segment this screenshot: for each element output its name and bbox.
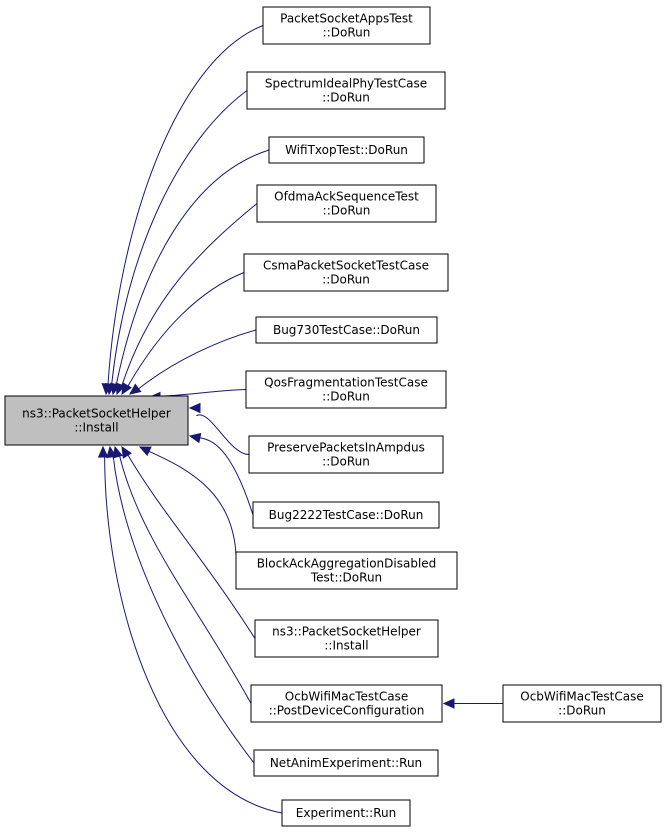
caller-node[interactable]: PacketSocketAppsTest::DoRun xyxy=(262,6,431,45)
caller-node[interactable]: NetAnimExperiment::Run xyxy=(253,749,439,777)
call-edge-line xyxy=(138,329,257,390)
call-edge-line xyxy=(115,149,270,385)
node-label-1: NetAnimExperiment::Run xyxy=(270,756,422,770)
call-edge-arrowhead xyxy=(442,698,455,709)
call-edge-line xyxy=(127,454,256,639)
call-edge-line xyxy=(104,456,283,814)
call-edge xyxy=(121,272,245,396)
node-box xyxy=(246,71,446,110)
call-edge xyxy=(188,402,250,455)
node-box xyxy=(250,684,443,723)
caller-node[interactable]: WifiTxopTest::DoRun xyxy=(268,136,425,164)
node-box xyxy=(245,370,447,409)
call-edge-arrowhead xyxy=(129,383,142,395)
node-box xyxy=(254,619,439,658)
node-label-1: OfdmaAckSequenceTest xyxy=(274,190,419,204)
call-edge-line xyxy=(148,450,237,571)
node-label-2: ::DoRun xyxy=(322,273,370,287)
caller-node[interactable]: OfdmaAckSequenceTest::DoRun xyxy=(256,184,437,223)
call-edge-line xyxy=(159,389,247,397)
caller-node[interactable]: OcbWifiMacTestCase::PostDeviceConfigurat… xyxy=(250,684,443,723)
call-edge xyxy=(112,445,252,704)
root-function-node[interactable]: ns3::PacketSocketHelper::Install xyxy=(4,395,189,446)
node-label-2: ::DoRun xyxy=(322,390,370,404)
call-edge-arrowhead xyxy=(106,445,117,459)
call-edge-arrowhead xyxy=(188,432,202,444)
call-edge-line xyxy=(107,25,264,385)
node-label-2: ::DoRun xyxy=(323,26,371,40)
caller-node[interactable]: ns3::PacketSocketHelper::Install xyxy=(254,619,439,658)
node-label-1: WifiTxopTest::DoRun xyxy=(285,143,408,157)
node-label-1: Experiment::Run xyxy=(296,806,396,820)
node-label-1: ns3::PacketSocketHelper xyxy=(22,407,171,421)
node-box xyxy=(262,6,431,45)
call-edge xyxy=(121,445,256,639)
call-edges xyxy=(97,25,503,814)
caller-node[interactable]: SpectrumIdealPhyTestCase::DoRun xyxy=(246,71,446,110)
caller-node[interactable]: Bug2222TestCase::DoRun xyxy=(252,501,440,529)
call-edge-arrowhead xyxy=(188,402,201,414)
call-edge xyxy=(442,698,503,709)
node-box xyxy=(253,749,439,777)
caller-node[interactable]: PreservePacketsInAmpdus::DoRun xyxy=(248,435,444,474)
node-box xyxy=(281,799,411,827)
call-edge xyxy=(106,445,255,764)
node-label-1: QosFragmentationTestCase xyxy=(264,376,428,390)
node-box xyxy=(4,395,189,446)
node-box xyxy=(268,136,425,164)
caller-node[interactable]: Experiment::Run xyxy=(281,799,411,827)
node-box xyxy=(235,551,458,590)
call-edge-line xyxy=(121,203,258,386)
node-box xyxy=(256,184,437,223)
node-label-2: Test::DoRun xyxy=(310,571,382,585)
call-edge-line xyxy=(119,455,252,704)
node-label-2: ::Install xyxy=(74,421,118,435)
caller-node-second-level[interactable]: OcbWifiMacTestCase::DoRun xyxy=(502,684,662,723)
node-label-1: Bug730TestCase::DoRun xyxy=(273,323,420,337)
call-edge-line xyxy=(199,437,254,516)
node-label-1: SpectrumIdealPhyTestCase xyxy=(265,77,427,91)
caller-node[interactable]: Bug730TestCase::DoRun xyxy=(255,316,438,344)
node-box xyxy=(243,253,449,292)
call-edge xyxy=(188,432,254,516)
node-label-1: OcbWifiMacTestCase xyxy=(285,690,408,704)
call-edge-arrowhead xyxy=(121,445,132,459)
node-box xyxy=(255,316,438,344)
node-label-2: ::DoRun xyxy=(323,204,371,218)
node-label-2: ::DoRun xyxy=(558,704,606,718)
call-edge xyxy=(97,445,283,814)
node-label-1: ns3::PacketSocketHelper xyxy=(272,625,421,639)
node-label-2: ::DoRun xyxy=(322,455,370,469)
node-label-1: Bug2222TestCase::DoRun xyxy=(269,508,424,522)
node-label-2: ::DoRun xyxy=(322,91,370,105)
call-edge xyxy=(101,25,264,396)
caller-node[interactable]: CsmaPacketSocketTestCase::DoRun xyxy=(243,253,449,292)
call-edge xyxy=(129,329,257,395)
call-edge xyxy=(104,90,248,396)
call-edge-line xyxy=(111,90,248,385)
node-label-1: PreservePacketsInAmpdus xyxy=(267,441,425,455)
node-label-1: PacketSocketAppsTest xyxy=(280,12,413,26)
call-edge-arrowhead xyxy=(97,445,109,458)
node-box xyxy=(248,435,444,474)
call-edge-arrowhead xyxy=(138,446,152,457)
node-label-1: OcbWifiMacTestCase xyxy=(520,690,643,704)
node-label-1: CsmaPacketSocketTestCase xyxy=(263,259,429,273)
node-label-2: ::PostDeviceConfiguration xyxy=(269,704,425,718)
node-label-1: BlockAckAggregationDisabled xyxy=(257,557,437,571)
call-edge xyxy=(138,446,237,571)
caller-node[interactable]: QosFragmentationTestCase::DoRun xyxy=(245,370,447,409)
node-box xyxy=(252,501,440,529)
call-edge-arrowhead xyxy=(121,382,132,396)
call-nodes: ns3::PacketSocketHelper::Install PacketSo… xyxy=(4,6,662,827)
call-edge xyxy=(115,203,258,396)
call-edge-line xyxy=(196,414,250,455)
node-box xyxy=(502,684,662,723)
call-edge-line xyxy=(127,272,245,387)
node-label-2: ::Install xyxy=(324,639,368,653)
call-edge-line xyxy=(112,456,255,764)
